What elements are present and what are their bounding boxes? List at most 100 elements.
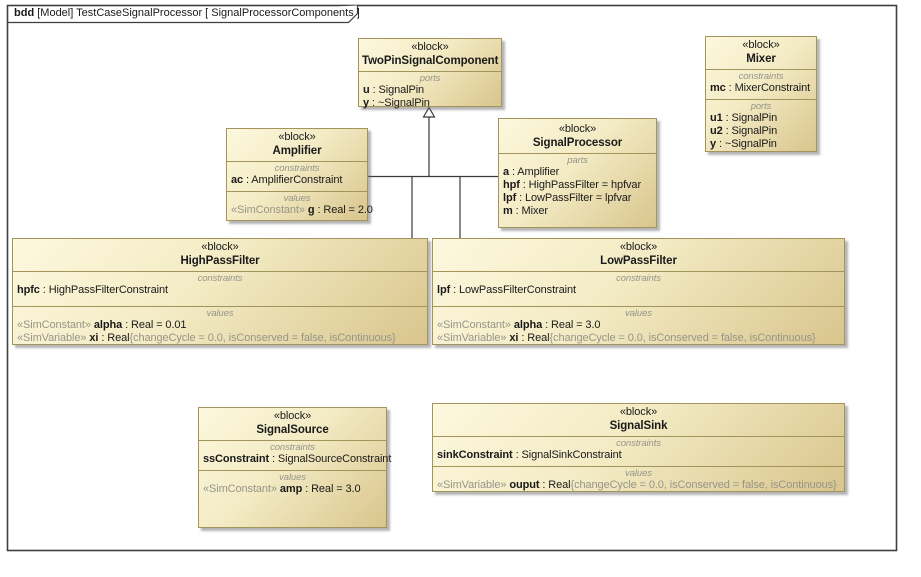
compartment-label: constraints bbox=[738, 71, 784, 82]
constraints-compartment: constraints ac : AmplifierConstraint bbox=[227, 161, 367, 191]
part-name: hpf bbox=[503, 179, 520, 191]
block-name: HighPassFilter bbox=[180, 255, 260, 267]
property-type: : HighPassFilterConstraint bbox=[39, 284, 168, 296]
block-header: «block» SignalSink bbox=[433, 404, 844, 436]
block-signalprocessor[interactable]: «block» SignalProcessor parts a : Amplif… bbox=[498, 118, 657, 228]
value-property-xi: «SimVariable» xi : Real{changeCycle = 0.… bbox=[17, 332, 423, 345]
property-type: : Real = 3.0 bbox=[302, 483, 361, 495]
port-name: y bbox=[363, 97, 370, 109]
block-name: TwoPinSignalComponent bbox=[362, 55, 499, 67]
property-name: xi bbox=[89, 332, 99, 344]
property-name: ssConstraint bbox=[203, 453, 270, 465]
block-stereotype: «block» bbox=[742, 39, 780, 51]
port-name: u1 bbox=[710, 112, 723, 124]
constraint-property: hpfc : HighPassFilterConstraint bbox=[17, 284, 423, 297]
port-u: u : SignalPin bbox=[363, 84, 497, 97]
port-name: u bbox=[363, 84, 370, 96]
property-name: xi bbox=[509, 332, 519, 344]
compartment-label: values bbox=[283, 193, 311, 204]
diagram-frame-border bbox=[6, 4, 898, 552]
part-name: a bbox=[503, 166, 510, 178]
compartment-label: ports bbox=[750, 101, 772, 112]
value-property-amp: «SimConstant» amp : Real = 3.0 bbox=[203, 483, 382, 496]
block-mixer[interactable]: «block» Mixer constraints mc : MixerCons… bbox=[705, 36, 817, 152]
constraint-property: ssConstraint : SignalSourceConstraint bbox=[203, 453, 391, 466]
port-type: : ~SignalPin bbox=[716, 138, 777, 150]
property-type: : Real = 0.01 bbox=[122, 319, 187, 331]
property-name: g bbox=[307, 204, 315, 216]
block-stereotype: «block» bbox=[558, 123, 597, 135]
property-stereotype: «SimConstant» bbox=[437, 319, 514, 331]
block-highpassfilter[interactable]: «block» HighPassFilter constraints hpfc … bbox=[12, 238, 428, 345]
property-modifiers: {changeCycle = 0.0, isConserved = false,… bbox=[129, 332, 396, 344]
compartment-label: values bbox=[279, 472, 306, 483]
port-type: : SignalPin bbox=[722, 112, 778, 124]
block-header: «block» SignalSource bbox=[199, 408, 386, 440]
property-stereotype: «SimVariable» bbox=[437, 479, 510, 491]
value-property-alpha: «SimConstant» alpha : Real = 3.0 bbox=[437, 319, 840, 332]
property-type: : Real bbox=[98, 332, 130, 344]
part-type: : LowPassFilter = lpfvar bbox=[516, 192, 632, 204]
value-property: «SimConstant» g : Real = 2.0 bbox=[231, 204, 373, 217]
block-header: «block» Amplifier bbox=[227, 129, 367, 161]
property-type: : Real bbox=[518, 332, 550, 344]
property-name: mc bbox=[710, 82, 726, 94]
block-name: SignalSink bbox=[609, 420, 668, 432]
constraints-compartment: constraints mc : MixerConstraint bbox=[706, 69, 816, 99]
diagram-title-text: [Model] TestCaseSignalProcessor [ Signal… bbox=[34, 7, 360, 19]
port-y: y : ~SignalPin bbox=[363, 97, 497, 110]
diagram-kind-keyword: bdd bbox=[14, 7, 35, 19]
compartment-label: constraints bbox=[616, 438, 661, 449]
property-modifiers: {changeCycle = 0.0, isConserved = false,… bbox=[549, 332, 816, 344]
value-property-alpha: «SimConstant» alpha : Real = 0.01 bbox=[17, 319, 423, 332]
parts-compartment: parts a : Amplifier hpf : HighPassFilter… bbox=[499, 153, 656, 222]
compartment-label: ports bbox=[419, 73, 441, 84]
block-stereotype: «block» bbox=[411, 41, 449, 53]
property-name: sinkConstraint bbox=[437, 449, 513, 461]
constraint-property: lpf : LowPassFilterConstraint bbox=[437, 284, 840, 297]
port-type: : SignalPin bbox=[722, 125, 778, 137]
part-m: m : Mixer bbox=[503, 205, 652, 218]
constraint-property: mc : MixerConstraint bbox=[710, 82, 812, 95]
ports-compartment: ports u : SignalPin y : ~SignalPin bbox=[359, 71, 501, 114]
block-header: «block» Mixer bbox=[706, 37, 816, 69]
port-name: u2 bbox=[710, 125, 723, 137]
property-type: : LowPassFilterConstraint bbox=[450, 284, 576, 296]
property-stereotype: «SimConstant» bbox=[231, 204, 308, 216]
compartment-label: values bbox=[625, 308, 652, 319]
block-name: Mixer bbox=[746, 53, 776, 65]
port-u2: u2 : SignalPin bbox=[710, 125, 812, 138]
block-signalsource[interactable]: «block» SignalSource constraints ssConst… bbox=[198, 407, 391, 528]
values-compartment: values «SimVariable» ouput : Real{change… bbox=[433, 466, 844, 496]
property-type: : MixerConstraint bbox=[725, 82, 811, 94]
property-name: ouput bbox=[509, 479, 540, 491]
block-name: SignalProcessor bbox=[532, 137, 623, 149]
block-stereotype: «block» bbox=[273, 410, 312, 422]
block-header: «block» HighPassFilter bbox=[13, 239, 427, 271]
block-stereotype: «block» bbox=[201, 241, 239, 253]
part-type: : Amplifier bbox=[509, 166, 560, 178]
property-name: amp bbox=[279, 483, 303, 495]
compartment-label: parts bbox=[567, 155, 588, 166]
block-stereotype: «block» bbox=[278, 131, 316, 143]
ports-compartment: ports u1 : SignalPin u2 : SignalPin y : … bbox=[706, 99, 816, 155]
block-twopinsignalcomponent[interactable]: «block» TwoPinSignalComponent ports u : … bbox=[358, 38, 502, 109]
values-compartment: values «SimConstant» alpha : Real = 3.0 … bbox=[433, 306, 844, 349]
port-type: : SignalPin bbox=[369, 84, 425, 96]
block-name: LowPassFilter bbox=[600, 255, 677, 267]
part-lpf: lpf : LowPassFilter = lpfvar bbox=[503, 192, 652, 205]
property-type: : AmplifierConstraint bbox=[243, 174, 343, 186]
diagram-title-tab bbox=[7, 5, 359, 24]
constraints-compartment: constraints sinkConstraint : SignalSinkC… bbox=[433, 436, 844, 466]
constraints-compartment: constraints hpfc : HighPassFilterConstra… bbox=[13, 271, 427, 306]
block-amplifier[interactable]: «block» Amplifier constraints ac : Ampli… bbox=[226, 128, 373, 221]
block-header: «block» TwoPinSignalComponent bbox=[359, 39, 501, 71]
block-name: SignalSource bbox=[256, 424, 329, 436]
block-signalsink[interactable]: «block» SignalSink constraints sinkConst… bbox=[432, 403, 845, 492]
property-stereotype: «SimConstant» bbox=[203, 483, 280, 495]
block-stereotype: «block» bbox=[619, 241, 658, 253]
property-modifiers: {changeCycle = 0.0, isConserved = false,… bbox=[570, 479, 837, 491]
block-lowpassfilter[interactable]: «block» LowPassFilter constraints lpf : … bbox=[432, 238, 845, 345]
property-name: ac bbox=[231, 174, 244, 186]
